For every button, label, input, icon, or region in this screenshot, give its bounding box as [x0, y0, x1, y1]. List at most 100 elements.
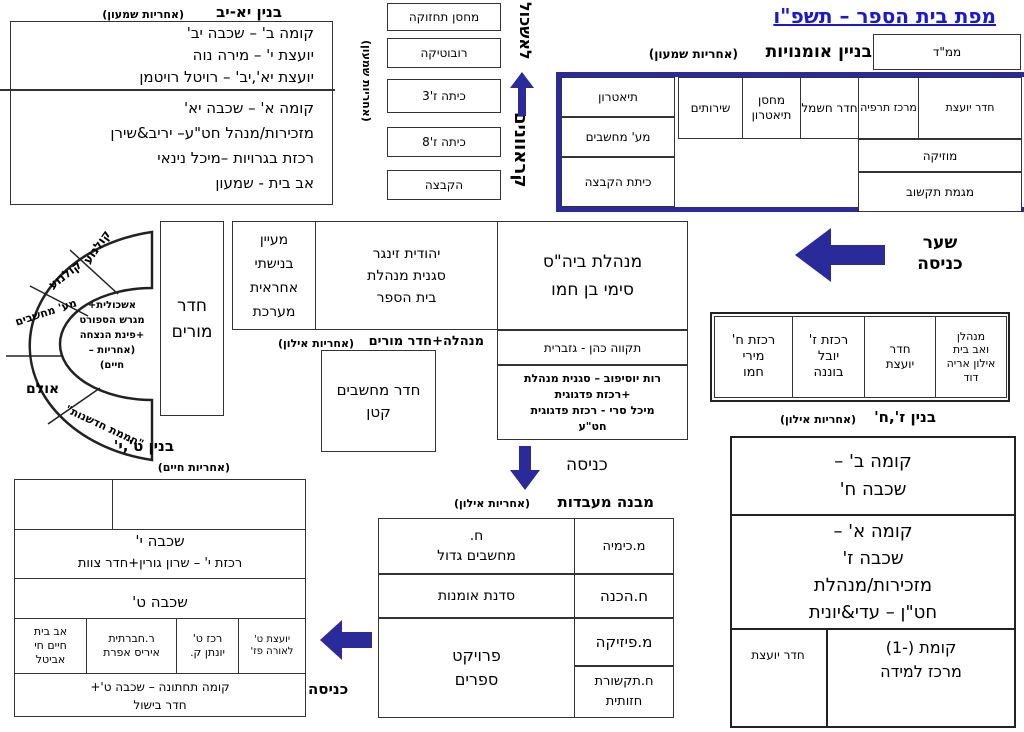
- divider-7-8-b: [730, 628, 1016, 630]
- arrow-left-icon-2: [320, 620, 372, 660]
- caretaker-9-line-0: אב בית: [33, 625, 68, 639]
- visual-comm-room: ח.תקשורת חזותית: [574, 666, 674, 718]
- arc-inner-line-0: אשכולית+: [87, 300, 137, 311]
- building-7-8-main: [730, 436, 1016, 728]
- computer-lab: מע' מחשבים: [561, 117, 675, 157]
- arc-divider-4: [47, 387, 101, 425]
- teachers-room-line-0: חדר: [177, 295, 207, 316]
- admin-resp: (אחריות אילון): [277, 337, 354, 350]
- coordinators-line-1: +רכזת פדגוגית: [554, 387, 631, 401]
- therapy-center: מרכז תרפיה: [858, 77, 919, 139]
- teachers-room: חדר מורים: [160, 221, 224, 416]
- arc-inner-line-4: חיים): [99, 360, 125, 371]
- class-7-3: כיתה ז'3: [387, 79, 501, 113]
- robotics-room: רובוטיקה: [387, 38, 501, 68]
- building-9-10-frame: [14, 479, 306, 717]
- divider-7-8-a: [730, 514, 1016, 516]
- music-room: מוזיקה: [858, 139, 1022, 172]
- labs-resp: (אחריות אילון): [453, 497, 530, 510]
- arc-segment-hall: אולם: [26, 381, 60, 397]
- floor2-line-1: יועצת י' – מירה נוה: [192, 46, 314, 64]
- floor1-78-line-2: מזכירות/מנהלת: [813, 575, 933, 596]
- building-7-8-resp: (אחריות אילון): [779, 413, 856, 426]
- treasurer-room: תקווה כהן - גזברית: [497, 330, 688, 365]
- floor2-78-line-1: שכבה ח': [839, 479, 907, 500]
- principal-line-1: סימי בן חמו: [551, 279, 634, 300]
- arc-inner-line-3: (אחריות –: [88, 345, 136, 356]
- floor2-line-2: יועצת יא',יב' – רויטל רויטמן: [139, 68, 314, 86]
- small-computer-room: חדר מחשבים קטן: [321, 350, 436, 452]
- theater-room: תיאטרון: [561, 77, 675, 117]
- basement-counselor: חדר יועצת: [751, 648, 805, 662]
- responsible-line-0: מעיין: [259, 231, 289, 248]
- counselor-9-line-1: לאורה פז': [250, 646, 294, 657]
- counselor-room-78: חדר יועצת: [864, 316, 936, 398]
- responsible-line-3: מערכת: [252, 303, 296, 320]
- book-project-line-0: פרויקט: [452, 646, 501, 665]
- grade-10-label: שכבה י': [135, 532, 185, 550]
- coordinator-7-line-2: בוננה: [813, 365, 844, 381]
- caravans-resp: (אחריות שמעון): [360, 40, 373, 122]
- arc-inner-line-1: מגרש הספורט: [79, 315, 145, 326]
- building-9-10-resp: (אחריות חיים): [157, 461, 230, 474]
- arc-inner-line-2: +פינת הנצחה: [79, 330, 145, 341]
- arts-building-resp: (אחריות שמעון): [648, 47, 738, 61]
- deputy-line-1: סגנית מנהלת: [367, 267, 446, 284]
- caretaker-9-line-2: אביטל: [35, 652, 66, 666]
- responsible-line-2: אחראית: [249, 279, 299, 296]
- book-project-line-1: ספרים: [454, 670, 499, 689]
- floor1-78-text: קומה א' – שכבה ז' מזכירות/מנהלת חט"ן – ע…: [732, 516, 1014, 628]
- coordinator-9-room: רכז ט' יונתן ק.: [176, 618, 239, 674]
- floor1-78-line-0: קומה א' –: [833, 521, 913, 542]
- entrance-gate-label: שער כניסה: [917, 232, 963, 274]
- entrance-1-label: כניסה: [566, 455, 608, 475]
- coordinators-line-0: רות יוסיפוב – סגנית מנהלת: [524, 371, 661, 385]
- maintenance-storage: מחסן תחזוקה: [387, 3, 501, 31]
- coordinator-8-line-1: מירי: [742, 348, 765, 364]
- floor1-line-3: אב בית - שמעון: [215, 174, 314, 192]
- teachers-room-line-1: מורים: [171, 321, 213, 342]
- counselor-9-room: יועצת ט' לאורה פז': [238, 618, 306, 674]
- visual-comm-line-0: ח.תקשורת: [594, 674, 654, 689]
- basement-line-0: קומת (-1): [885, 638, 957, 657]
- class-7-8: כיתה ז'8: [387, 127, 501, 157]
- divider-9-10-b: [14, 578, 306, 579]
- caravans-label: קראוונים: [510, 112, 531, 188]
- coordinator-7-line-1: יובל: [817, 348, 840, 364]
- floor2-78-text: קומה ב' – שכבה ח': [732, 440, 1014, 512]
- counselor-78-line-1: יועצת: [885, 357, 915, 371]
- caretaker-9-room: אב בית חיים חי אביטל: [14, 618, 87, 674]
- ground-9-line-0: קומה תחתונה – שכבה ט'+: [90, 680, 230, 694]
- arrow-left-icon: [795, 228, 885, 282]
- admin-caretaker-line-2: אילון אריה: [946, 357, 996, 370]
- counselor-9-line-0: יועצת ט': [253, 633, 291, 645]
- coordinators-line-2: מיכל סרי - רכזת פדגוגית: [530, 403, 655, 417]
- admin-caretaker-line-3: דוד: [963, 370, 979, 384]
- basement-text: קומת (-1) מרכז למידה: [828, 630, 1014, 690]
- deputy-line-2: בית הספר: [376, 289, 437, 306]
- coordinator-7-room: רכזת ז' יובל בוננה: [792, 316, 865, 398]
- social-coord-line-0: ר.חברתית: [108, 632, 155, 646]
- floor2-line-0: קומה ב' – שכבה יב': [186, 24, 314, 42]
- arc-inner-text: אשכולית+ מגרש הספורט +פינת הנצחה (אחריות…: [66, 298, 158, 373]
- group-class: כיתת הקבצה: [561, 157, 675, 207]
- theater-storage: מחסן תיאטרון: [742, 77, 801, 139]
- counselor-room: חדר יועצת: [918, 77, 1022, 139]
- prep-room: ח.הכנה: [574, 574, 674, 618]
- floor-divider: [0, 89, 335, 91]
- coordinator-8-line-0: רכזת ח': [731, 332, 776, 348]
- ground-floor-9-text: קומה תחתונה – שכבה ט'+ חדר בישול: [14, 676, 306, 716]
- building-9-10-label: בנין ט',י': [113, 437, 174, 455]
- electric-room: חדר חשמל: [800, 77, 859, 139]
- counselor-78-line-0: חדר: [889, 342, 911, 356]
- floor1-line-1: מזכירות/מנהל חט"ע– יריב&שירן: [110, 124, 314, 142]
- floor1-text: קומה א' – שכבה יא' מזכירות/מנהל חט"ע– יר…: [14, 96, 314, 196]
- arts-building-frame: [556, 72, 1024, 212]
- admin-caretaker-line-1: ואב בית: [952, 343, 990, 357]
- principal-room: מנהלת ביה"ס סימי בן חמו: [497, 221, 688, 330]
- caretaker-9-line-1: חיים חי: [34, 639, 67, 653]
- grade-9-label: שכבה ט': [132, 593, 188, 611]
- arc-area: [6, 230, 154, 462]
- coordinators-room: רות יוסיפוב – סגנית מנהלת +רכזת פדגוגית …: [497, 365, 688, 440]
- floor1-78-line-3: חט"ן – עדי&יונית: [808, 602, 938, 623]
